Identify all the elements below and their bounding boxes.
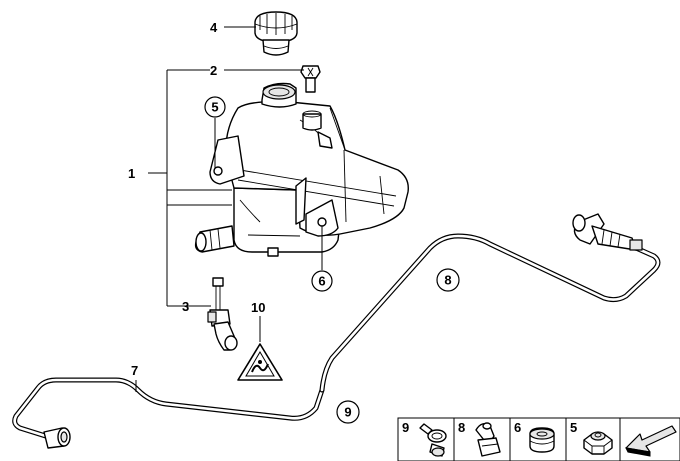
legend-item-hose-clamp[interactable]: 9	[402, 420, 447, 457]
callout-8: 8	[444, 273, 451, 288]
legend-item-rubber-grommet[interactable]: 6	[514, 420, 555, 453]
hot-coolant-warning-icon	[251, 363, 269, 373]
legend-number-6: 6	[514, 420, 521, 435]
legend-number-8: 8	[458, 420, 465, 435]
callout-7: 7	[131, 363, 138, 378]
legend-number-5: 5	[570, 420, 577, 435]
coolant-pipe-left[interactable]	[12, 377, 325, 449]
hex-nut-icon	[583, 431, 613, 455]
callout-9: 9	[344, 405, 351, 420]
callout-1: 1	[128, 166, 135, 181]
callout-5-circle	[204, 96, 226, 118]
hose-clamp-icon	[419, 423, 447, 457]
grommet-icon	[529, 427, 555, 453]
arrow-down-left-icon	[625, 425, 677, 457]
coolant-level-sensor[interactable]	[207, 277, 238, 351]
callout-4: 4	[210, 20, 218, 35]
callout-5: 5	[211, 100, 218, 115]
warning-label-sticker[interactable]	[237, 343, 283, 381]
leader-bracket-1	[148, 69, 232, 306]
bleed-screw[interactable]	[300, 65, 321, 93]
callout-10: 10	[251, 300, 265, 315]
callout-3: 3	[182, 299, 189, 314]
legend-number-9: 9	[402, 420, 409, 435]
radiator-cap[interactable]	[254, 11, 298, 56]
legend-item-hex-nut[interactable]: 5	[570, 420, 613, 455]
coolant-pipe-right[interactable]	[319, 213, 661, 393]
callout-9-circle	[336, 400, 360, 424]
hose-clip-icon	[475, 422, 501, 457]
callout-6: 6	[318, 274, 325, 289]
callout-8-circle	[436, 268, 460, 292]
callout-2: 2	[210, 63, 217, 78]
legend-item-hose-clip[interactable]: 8	[458, 420, 501, 457]
callout-6-circle	[311, 270, 333, 292]
expansion-tank[interactable]	[194, 82, 409, 257]
